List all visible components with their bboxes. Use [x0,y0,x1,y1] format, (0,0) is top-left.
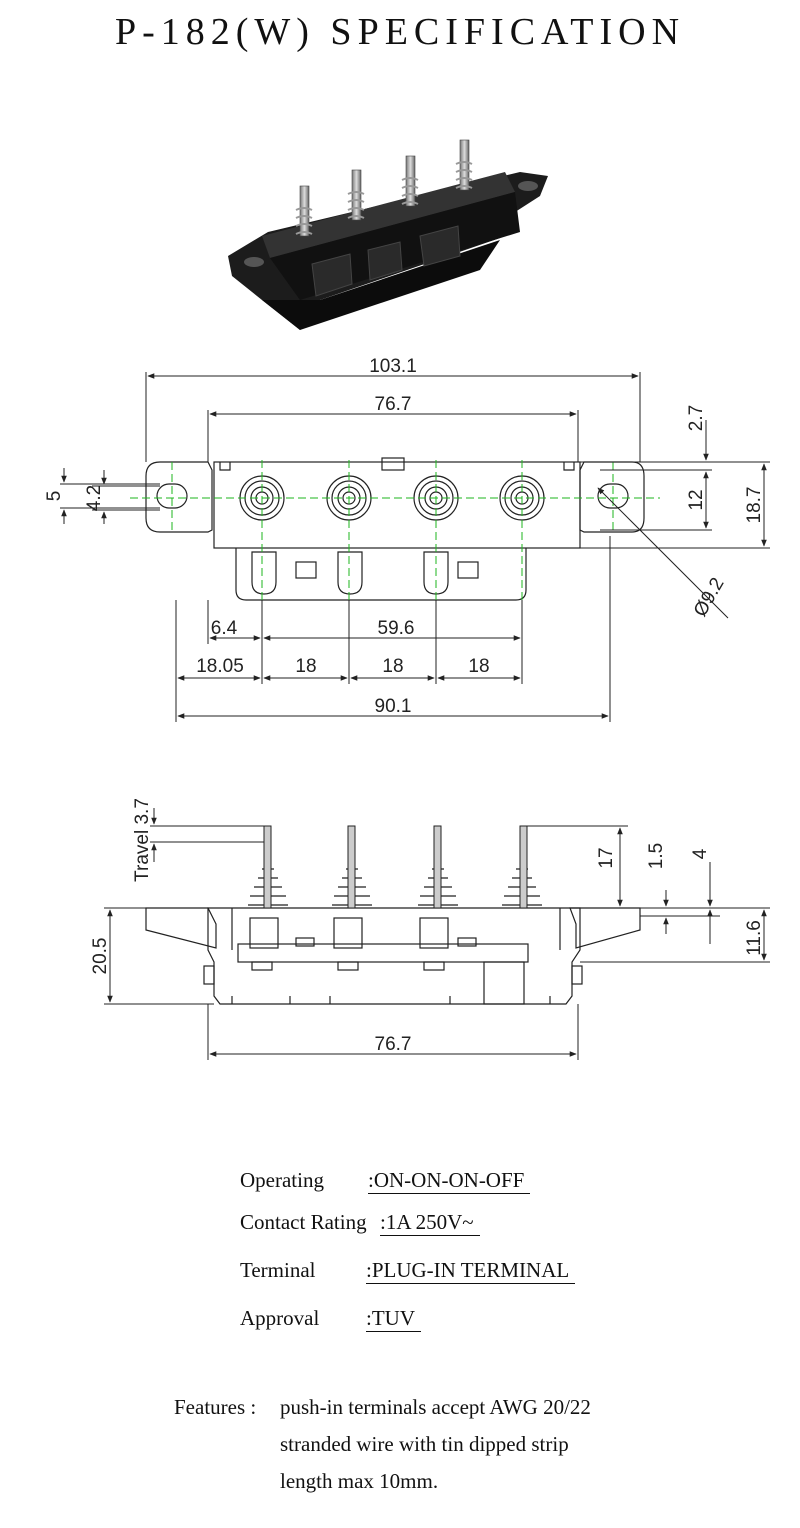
spec-label: Operating [240,1168,324,1192]
features-line: push-in terminals accept AWG 20/22 [280,1395,591,1419]
dim-tab-height: 2.7 [686,405,707,431]
dim-left-edge: 18.05 [196,656,244,677]
dim-base-width: 90.1 [375,696,412,717]
side-view-pins [263,825,528,909]
spec-label: Approval [240,1306,320,1330]
dim-pin-height: 17 [596,847,617,868]
dim-total-height-side: 20.5 [90,938,111,975]
dim-first-offset: 6.4 [211,618,238,639]
features-line: length max 10mm. [280,1469,439,1493]
side-view [145,868,641,1005]
spec-label: Contact Rating [240,1210,367,1234]
dim-total-height: 18.7 [744,487,765,524]
dim-pitch-1: 18 [295,656,316,677]
dim-gap: 4 [690,848,711,859]
dim-overall-mount: 103.1 [369,356,417,377]
dim-slot-outer: 5 [44,491,65,502]
dim-body-height: 11.6 [744,920,765,956]
features-line: stranded wire with tin dipped strip [280,1432,569,1456]
dim-body-width: 76.7 [375,394,412,415]
features-label: Features : [174,1395,257,1419]
dim-inner-height: 12 [686,489,707,510]
spec-label: Terminal [240,1258,316,1282]
spec-value: :1A 250V~ [380,1210,480,1236]
dim-plate-thickness: 1.5 [646,843,667,869]
page-title: P-182(W) SPECIFICATION [114,11,686,53]
centerlines [130,460,660,600]
dim-body-width-side: 76.7 [375,1034,412,1055]
top-view [145,457,645,601]
dim-pitch-3: 18 [468,656,489,677]
top-view-dimension-lines [60,372,770,722]
spec-value: :PLUG-IN TERMINAL [366,1258,576,1284]
dim-pitch-2: 18 [382,656,403,677]
side-view-dimension-lines [104,808,770,1060]
spec-value: :ON-ON-ON-OFF [368,1168,531,1194]
spec-value: :TUV [366,1306,421,1332]
dim-pitch-total: 59.6 [378,618,415,639]
dim-travel: Travel 3.7 [132,798,153,882]
product-render [228,139,548,330]
dim-slot-inner: 4.2 [84,485,105,511]
